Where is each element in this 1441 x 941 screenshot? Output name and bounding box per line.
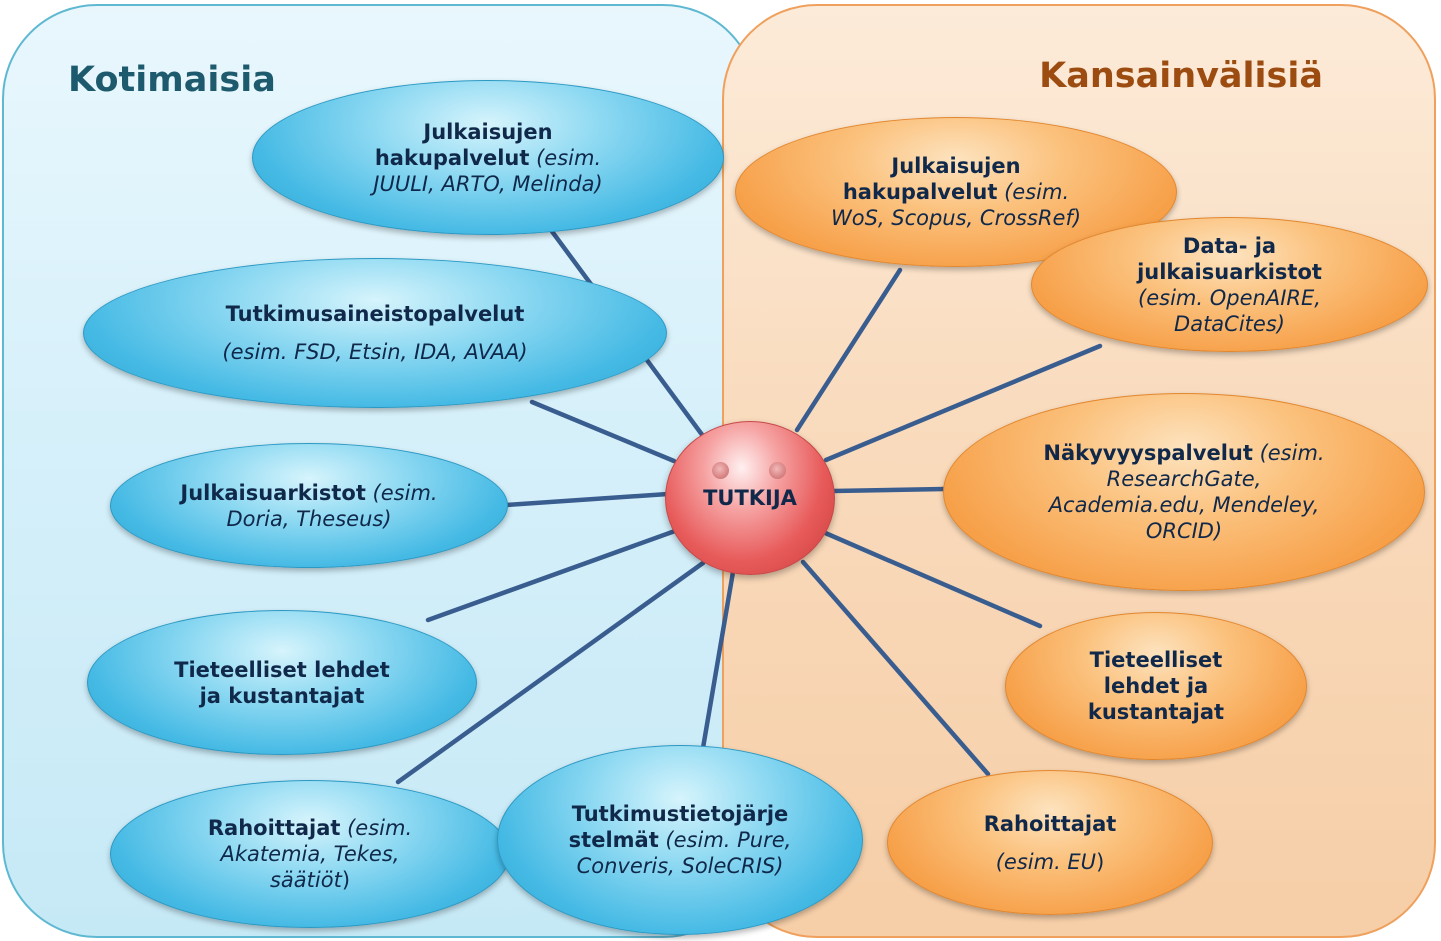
node-text: Tieteelliset	[1089, 648, 1223, 672]
node-domestic-repositories: Julkaisuarkistot (esim. Doria, Theseus)	[110, 443, 508, 568]
node-text: (esim.	[997, 180, 1070, 204]
node-text: kustantajat	[1087, 700, 1225, 724]
node-text: Julkaisujen	[891, 154, 1021, 178]
node-text: Näkyvyyspalvelut	[1043, 441, 1253, 465]
node-international-publication-search: Julkaisujen hakupalvelut (esim. WoS, Sco…	[735, 117, 1177, 267]
node-text: Academia.edu, Mendeley,	[1048, 493, 1320, 517]
node-text: Akatemia, Tekes,	[220, 842, 400, 866]
node-text: ja kustantajat	[199, 683, 365, 708]
node-text: Data- ja	[1182, 233, 1277, 258]
node-text: (esim. FSD, Etsin, IDA, AVAA)	[222, 340, 528, 364]
node-text: (esim. EU	[995, 849, 1097, 874]
node-text: )	[341, 868, 351, 892]
node-text: Rahoittajat	[983, 811, 1117, 836]
node-text: (esim. OpenAIRE,	[1138, 285, 1321, 310]
node-text: Tutkimustietojärje	[571, 802, 789, 826]
node-text: )	[1096, 849, 1105, 874]
node-domestic-research-data: Tutkimusaineistopalvelut (esim. FSD, Ets…	[83, 258, 667, 408]
international-title: Kansainvälisiä	[1039, 56, 1323, 96]
node-international-archives: Data- ja julkaisuarkistot (esim. OpenAIR…	[1031, 217, 1428, 352]
node-text: (esim.	[340, 816, 413, 840]
center-label: TUTKIJA	[703, 486, 797, 510]
node-text: (esim. Pure,	[658, 828, 792, 852]
node-text: ORCID)	[1145, 519, 1223, 543]
node-text: WoS, Scopus, CrossRef)	[830, 206, 1082, 230]
node-text: JUULI, ARTO, Melinda)	[373, 171, 603, 196]
node-text: (esim.	[1252, 441, 1325, 465]
node-text: Converis, SoleCRIS)	[576, 854, 784, 878]
node-domestic-cris: Tutkimustietojärje stelmät (esim. Pure, …	[497, 745, 863, 935]
node-text: (esim.	[365, 480, 438, 505]
node-domestic-publication-search: Julkaisujen hakupalvelut (esim. JUULI, A…	[252, 80, 724, 235]
node-text: Julkaisujen	[423, 119, 553, 144]
node-text: Rahoittajat	[207, 816, 341, 840]
node-text: Tieteelliset lehdet	[174, 657, 390, 682]
node-text: lehdet ja	[1103, 674, 1209, 698]
node-text: Julkaisuarkistot	[180, 480, 366, 505]
node-international-journals: Tieteelliset lehdet ja kustantajat	[1005, 612, 1307, 760]
node-text: (esim.	[529, 145, 602, 170]
node-domestic-funders: Rahoittajat (esim. Akatemia, Tekes, säät…	[110, 780, 510, 928]
node-text: stelmät	[568, 828, 659, 852]
node-text: ResearchGate,	[1106, 467, 1262, 491]
node-text: DataCites)	[1174, 311, 1285, 336]
node-international-visibility: Näkyvyyspalvelut (esim. ResearchGate, Ac…	[943, 393, 1425, 591]
node-domestic-journals: Tieteelliset lehdet ja kustantajat	[87, 610, 477, 755]
node-text: Doria, Theseus)	[226, 506, 392, 531]
node-text: hakupalvelut	[374, 145, 530, 170]
node-text: julkaisuarkistot	[1137, 259, 1322, 284]
node-text: Tutkimusaineistopalvelut	[225, 302, 525, 326]
node-text: säätiöt	[269, 868, 342, 892]
center-node-researcher: TUTKIJA	[665, 421, 835, 575]
domestic-title: Kotimaisia	[68, 60, 276, 100]
node-text: hakupalvelut	[842, 180, 998, 204]
eye-right-icon	[769, 462, 786, 479]
node-international-funders: Rahoittajat (esim. EU)	[887, 770, 1213, 915]
eye-left-icon	[712, 462, 729, 479]
